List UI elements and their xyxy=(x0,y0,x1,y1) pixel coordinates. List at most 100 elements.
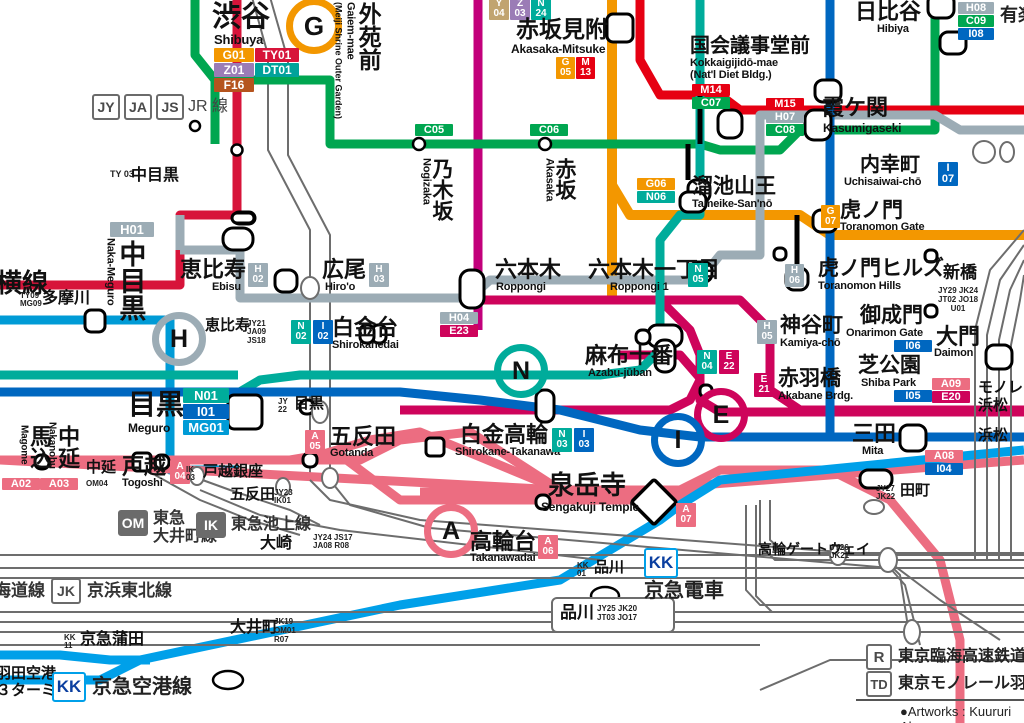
legend-keikyu-airport[interactable]: KK 京急空港線 xyxy=(52,672,192,702)
jr-label-tamachi-jp: 田町 xyxy=(900,482,931,499)
jr-label-oimachi-jp: 大井町 xyxy=(230,619,279,636)
station-label-tameike-rom: Tameike-San'nō xyxy=(692,198,773,210)
code-G01: G01 xyxy=(214,48,254,62)
jr-right-bundle xyxy=(974,229,1024,560)
station-label-toranomon-hills-jp: 虎ノ門ヒルズ xyxy=(818,257,944,280)
marker-ebisu xyxy=(273,268,299,294)
kk-kamata xyxy=(211,669,245,691)
marker-azabu-juban-b xyxy=(653,338,677,374)
station-codes-daimon: A09 E20 xyxy=(932,378,970,403)
code-H04: H04 xyxy=(440,312,478,324)
jr-oimachi xyxy=(903,619,921,645)
station-label-azabu-rom: Azabu-jūban xyxy=(588,367,652,379)
code-M14: M14 xyxy=(692,84,730,96)
station-label-hibiya-jp: 日比谷 xyxy=(855,0,922,24)
jr-label-hamamatsucho-2: 浜松 xyxy=(978,427,1009,444)
station-label-togoshi-rom: Togoshi xyxy=(122,477,163,489)
station-label-akabane-rom: Akabane Brdg. xyxy=(778,390,854,402)
station-label-nogizaka-jp: 乃木坂 xyxy=(430,158,454,221)
artwork-credit: ●Artworks : Kuururi Aho xyxy=(900,704,1012,723)
legend-label-ikegami-line: 東急池上線 xyxy=(231,515,312,533)
station-label-daimon-jp: 大門 xyxy=(936,324,981,349)
legend-badge-JS: JS xyxy=(156,94,184,120)
jr-label-keikyu-kamata-jp: 京急蒲田 xyxy=(80,631,145,648)
legend-jr-line[interactable]: JY JA JS JR 線 xyxy=(92,94,228,120)
station-label-daimon-rom: Daimon xyxy=(934,347,974,359)
station-label-roppongi-jp: 六本木 xyxy=(495,257,562,282)
station-label-akasaka-rom: Akasaka xyxy=(543,158,556,202)
line-rinkai-curve xyxy=(759,659,1024,691)
marker-shibakoen xyxy=(923,303,939,319)
code-N06: N06 xyxy=(637,191,675,203)
jr-osaki xyxy=(878,547,898,573)
stop-nogizaka xyxy=(411,136,427,152)
stop-daikanyama xyxy=(230,143,244,157)
code-E23: E23 xyxy=(440,325,478,337)
jr-label-ebisu-codes: JY21 JA09 JS18 xyxy=(247,319,267,345)
code-C05: C05 xyxy=(415,124,453,136)
legend-badge-R: R xyxy=(866,644,892,670)
legend-tokaido-keihin[interactable]: 海道線 JK 京浜東北線 xyxy=(0,578,172,604)
circle-I-letter: I xyxy=(674,425,682,454)
station-label-nakanobu-jp: 中延 xyxy=(55,425,81,469)
marker-nakanobu xyxy=(131,451,153,473)
jr-label-nakanobu-small-jp: 中延 xyxy=(86,459,117,476)
legend-badge-JK: JK xyxy=(51,578,81,604)
jr-label-gotanda-jp: 五反田 xyxy=(230,486,276,503)
line-namboku xyxy=(235,0,705,397)
code-C08: C08 xyxy=(766,124,804,136)
legend-label-rinkai-line: 東京臨海高速鉄道りんか xyxy=(898,647,1024,665)
legend-keikyu-train[interactable]: KK 京急電車 xyxy=(644,548,724,602)
line-keikyu xyxy=(0,445,1024,685)
code-E20: E20 xyxy=(932,391,970,403)
station-label-roppongi-rom: Roppongi xyxy=(496,281,546,293)
legend-tokyo-monorail[interactable]: TD 東京モノレール羽田空港 xyxy=(866,671,1024,697)
code-TY01: TY01 xyxy=(255,48,299,62)
marker-roppongi xyxy=(458,268,486,310)
jr-label-shinagawa-codes: JY25 JK20 JT03 JO17 xyxy=(597,604,638,623)
legend-rinkai-line[interactable]: R 東京臨海高速鉄道りんか xyxy=(866,644,1024,670)
legend-ikegami-line[interactable]: IK 東急池上線 xyxy=(196,512,311,538)
station-label-sengakuji-rom: Sengakuji Temple xyxy=(541,500,639,514)
station-label-meguro-jp: 目黒 xyxy=(128,389,185,420)
station-label-akasaka-jp: 赤坂 xyxy=(553,158,577,200)
code-H08: H08 xyxy=(958,2,994,14)
jr-label-monorail: モノレ xyxy=(978,379,1024,396)
station-label-naka-meguro-rom: Naka-Meguro xyxy=(104,238,117,306)
jr-label-togoshiginza-jp: 戸越銀座 xyxy=(203,463,264,480)
station-codes-shibuya: G01 TY01 Z01 DT01 F16 xyxy=(214,48,299,92)
line-keikyu-2 xyxy=(0,650,150,665)
code-M15: M15 xyxy=(766,98,804,110)
legend-badge-OM: OM xyxy=(118,510,148,536)
code-C09: C09 xyxy=(958,15,994,27)
jr-label-meguro-codes: JY 22 xyxy=(278,397,288,415)
station-label-kokkai-jp: 国会議事堂前 xyxy=(690,35,810,57)
station-label-nogizaka-rom: Nogizaka xyxy=(420,158,433,205)
circle-A-letter: A xyxy=(441,516,461,545)
marker-tameike-sanno-b xyxy=(678,190,708,214)
line-mita xyxy=(0,0,835,442)
station-label-kokkai-rom: Kokkaigijidō-mae xyxy=(690,57,778,69)
line-oimachi xyxy=(154,474,301,536)
marker-kasumigaseki-c xyxy=(803,108,833,142)
marker-n05 xyxy=(634,328,652,346)
station-label-shibuya-jp: 渋谷 xyxy=(212,1,271,33)
circle-G: G xyxy=(286,0,342,54)
code-I05: I05 xyxy=(894,390,932,402)
station-label-ebisu-rom: Ebisu xyxy=(212,281,241,293)
marker-nakanobu-sm xyxy=(153,453,171,471)
jr-meguro xyxy=(311,400,329,424)
station-label-gaiemmae-sub: (Meiji Shrine Outer Garden) xyxy=(333,2,344,120)
legend-label-keikyu-airport: 京急空港線 xyxy=(92,675,192,698)
code-I01: I01 xyxy=(183,404,229,419)
marker-kamiyacho xyxy=(772,246,788,262)
circle-H-letter: H xyxy=(169,324,189,353)
marker-togoshi xyxy=(301,451,319,469)
circle-G-letter: G xyxy=(303,10,325,41)
stop-aoyama xyxy=(188,119,202,133)
